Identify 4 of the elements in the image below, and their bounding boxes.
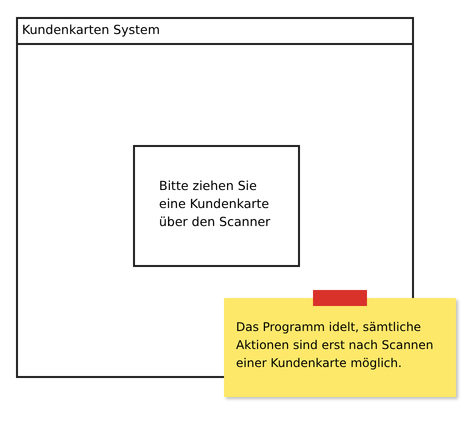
note-text: Das Programm idelt, sämtliche Aktionen sind erst nach Scannen einer Kundenkarte möglich. — [236, 319, 434, 372]
instruction-text: Bitte ziehen Sie eine Kundenkarte über den Scanner — [159, 177, 272, 231]
window-title: Kundenkarten System — [22, 21, 160, 39]
message-box — [133, 145, 300, 267]
